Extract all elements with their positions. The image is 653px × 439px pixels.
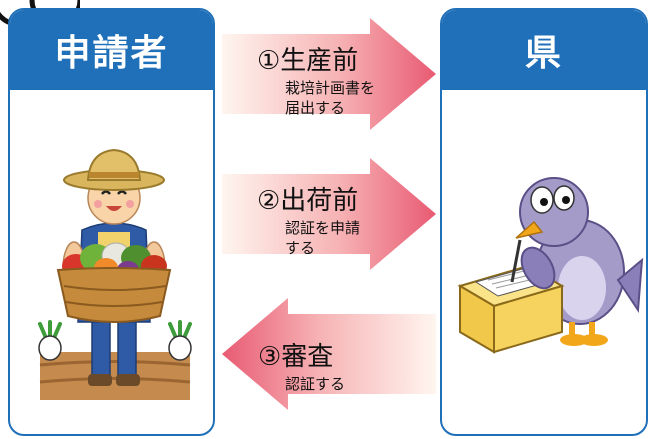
applicant-panel: 申請者 [8,8,215,436]
step3-description: 認証する [285,375,346,393]
arrow-step2-right [222,158,436,270]
step1-title: ①生産前 [257,46,359,76]
step2-description: 認証を申請 する [285,219,361,257]
arrow-step1-right [222,18,436,130]
bird-official-illustration-icon [457,177,644,354]
prefecture-header: 県 [442,10,646,90]
step2-title: ②出荷前 [257,186,359,216]
step3-title: ③審査 [258,342,334,372]
step1-description: 栽培計画書を 届出する [285,79,376,117]
arrow-step3-left [222,298,436,410]
applicant-header: 申請者 [10,10,213,90]
prefecture-panel: 県 [440,8,648,436]
farmer-illustration-icon [38,148,192,400]
